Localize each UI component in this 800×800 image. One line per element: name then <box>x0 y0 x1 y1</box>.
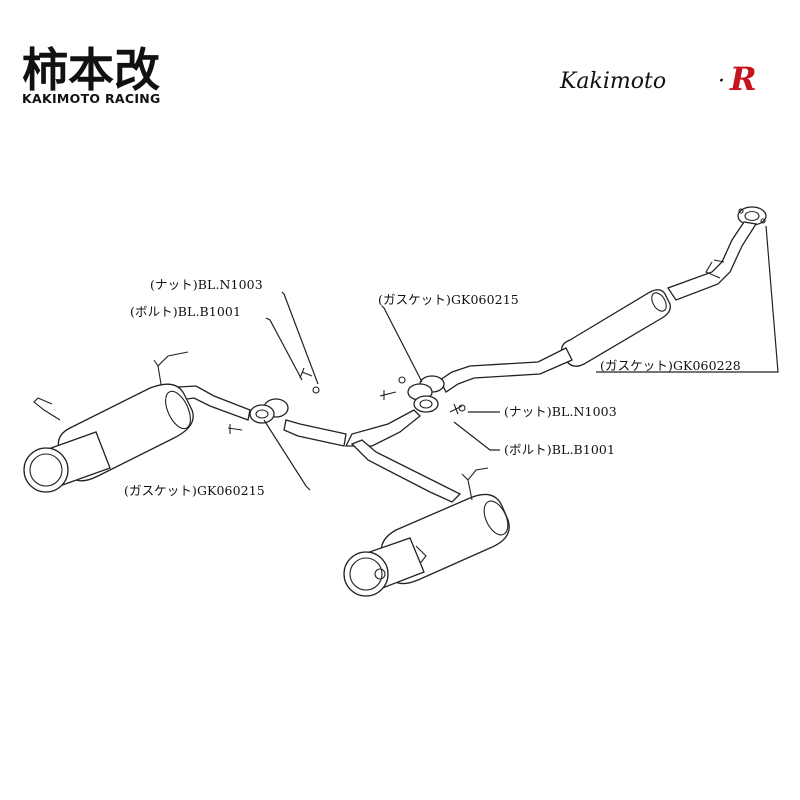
callout-bolt-left: (ボルト)BL.B1001 <box>130 304 241 319</box>
callout-gasket-center-top: (ガスケット)GK060215 <box>378 292 519 307</box>
leader-bolt-right <box>453 421 500 451</box>
center-bolts-nuts <box>379 376 466 415</box>
center-flange-joint <box>407 375 445 413</box>
left-flange-joint <box>249 398 289 424</box>
leader-nut-left <box>281 291 319 385</box>
exhaust-system-drawing <box>23 206 767 597</box>
wordmark-dot: · <box>718 69 725 94</box>
callout-nut-right: (ナット)BL.N1003 <box>504 404 617 419</box>
wordmark-r: R <box>729 60 757 98</box>
callout-nut-left: (ナット)BL.N1003 <box>150 277 263 292</box>
callout-bolt-right: (ボルト)BL.B1001 <box>504 442 615 457</box>
wordmark-kakimoto: Kakimoto <box>559 69 666 94</box>
leader-gasket-center-top <box>381 305 423 383</box>
front-flange <box>737 206 767 226</box>
left-tailpipe <box>23 431 111 493</box>
center-resonator <box>561 289 671 367</box>
logo-subtitle: KAKIMOTO RACING <box>22 91 161 106</box>
logo-kanji: 柿本改 <box>22 43 160 97</box>
leader-gasket-left-bottom <box>263 419 311 491</box>
leader-lines <box>263 225 779 491</box>
kakimoto-kai-logo: 柿本改 KAKIMOTO RACING <box>22 43 161 106</box>
leader-gasket-right <box>596 225 779 373</box>
callout-labels: (ナット)BL.N1003 (ボルト)BL.B1001 (ガスケット)GK060… <box>124 277 741 498</box>
callout-gasket-left-bottom: (ガスケット)GK060215 <box>124 483 265 498</box>
right-tailpipe <box>343 537 425 597</box>
kakimoto-r-wordmark: Kakimoto · R <box>559 60 757 98</box>
callout-gasket-right: (ガスケット)GK060228 <box>600 358 741 373</box>
leader-bolt-left <box>265 317 303 381</box>
